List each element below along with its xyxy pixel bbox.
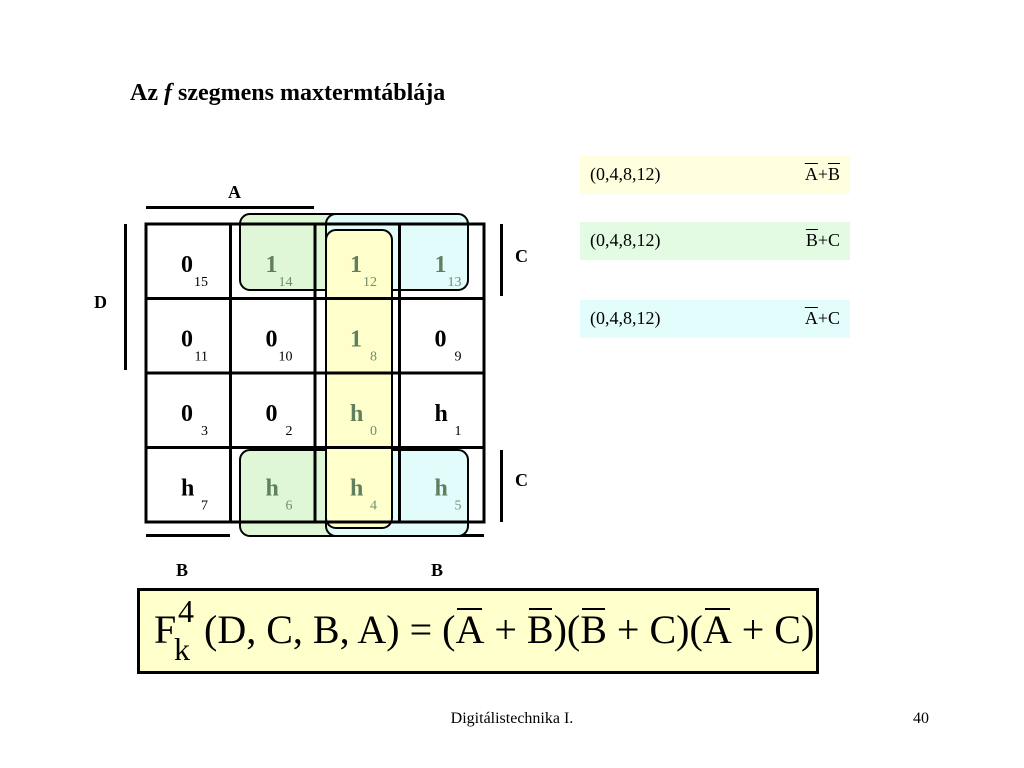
kmap-cell-index: 4	[370, 499, 377, 514]
kmap-cell-index: 11	[195, 350, 208, 365]
kmap-cell-value: 0	[266, 401, 278, 427]
term-var-a: B	[805, 230, 818, 250]
legend-term: B+C	[806, 230, 840, 251]
formula-var: C	[649, 607, 677, 652]
formula-subscript: k	[174, 631, 190, 667]
title-variable: f	[163, 80, 172, 106]
label-A: A	[228, 182, 241, 202]
bar-C-top	[500, 224, 503, 296]
legend-term: A+B	[805, 164, 840, 185]
legend-item-1: (0,4,8,12) A+B	[580, 156, 850, 194]
formula-paren: )	[800, 607, 815, 652]
kmap-cell-value: h	[266, 476, 279, 502]
kmap-cell-value: 1	[435, 252, 447, 278]
kmap-cell-value: 0	[181, 401, 193, 427]
formula-paren: )(	[676, 607, 703, 652]
term-var-a: A	[804, 308, 818, 328]
kmap-cell-index: 13	[448, 275, 462, 290]
kmap-cell-index: 10	[279, 350, 293, 365]
page-number: 40	[913, 710, 929, 727]
kmap-cell-value: h	[350, 401, 363, 427]
legend-group: (0,4,8,12)	[590, 230, 661, 250]
formula-var: B	[580, 607, 607, 652]
footer-text: Digitálistechnika I.	[450, 710, 574, 727]
formula-box: F 4 k (D, C, B, A) = (A + B)(B + C)(A + …	[137, 588, 819, 674]
legend-item-3: (0,4,8,12) A+C	[580, 300, 850, 338]
kmap-cell-value: 1	[266, 252, 278, 278]
slide-title: Az f szegmens maxtermtáblája	[130, 80, 445, 107]
label-D: D	[94, 292, 107, 312]
kmap-cell-index: 12	[363, 275, 377, 290]
title-prefix: Az	[130, 80, 164, 106]
term-var-b: C	[827, 230, 840, 250]
kmap-cell-value: h	[435, 401, 448, 427]
kmap-cell-index: 14	[279, 275, 293, 290]
formula-var: A	[455, 607, 485, 652]
kmap-cell-value: 0	[266, 327, 278, 353]
kmap-cell-value: 1	[350, 327, 362, 353]
kmap-cell-value: h	[181, 476, 194, 502]
label-C-top: C	[515, 246, 528, 266]
bar-B-left	[146, 534, 230, 537]
formula-op: +	[484, 607, 527, 652]
kmap-cell-index: 2	[286, 424, 293, 439]
bar-A	[146, 206, 314, 209]
legend-group: (0,4,8,12)	[590, 308, 661, 328]
formula-var: C	[774, 607, 801, 652]
formula-args: (D, C, B, A) = (	[204, 607, 456, 652]
label-B-left: B	[176, 560, 189, 580]
kmap-cell-index: 3	[201, 424, 208, 439]
kmap-cell-index: 6	[286, 499, 293, 514]
kmap-cell-index: 7	[201, 499, 208, 514]
kmap-cell-value: h	[435, 476, 448, 502]
kmap-cell-index: 0	[370, 424, 377, 439]
kmap-cell-index: 1	[455, 424, 462, 439]
formula-op: +	[731, 607, 775, 652]
title-suffix: szegmens maxtermtáblája	[171, 80, 446, 106]
formula-F: F	[154, 607, 177, 652]
label-B-right: B	[431, 560, 444, 580]
kmap-cell-index: 15	[194, 275, 208, 290]
term-var-b: C	[827, 308, 840, 328]
kmap-cell-value: 1	[350, 252, 362, 278]
formula-var: B	[526, 607, 554, 652]
term-op: +	[817, 164, 828, 184]
formula-op: +	[606, 607, 650, 652]
legend-group: (0,4,8,12)	[590, 164, 661, 184]
group-yellow-column	[325, 229, 393, 529]
legend-term: A+C	[805, 308, 840, 329]
formula-paren: )(	[553, 607, 581, 652]
kmap-cell-index: 5	[455, 499, 462, 514]
legend-item-2: (0,4,8,12) B+C	[580, 222, 850, 260]
bar-D	[124, 224, 127, 370]
kmap-cell-value: 0	[181, 252, 193, 278]
term-op: +	[817, 308, 828, 328]
kmap-cell-index: 9	[455, 350, 462, 365]
kmap-grid	[144, 222, 486, 524]
formula-expression: (D, C, B, A) = (A + B)(B + C)(A + C)	[204, 606, 814, 653]
formula-superscript: 4	[178, 593, 194, 629]
kmap-cell-value: h	[350, 476, 363, 502]
term-var-a: A	[804, 164, 818, 184]
kmap-cell-value: 0	[181, 327, 193, 353]
label-C-bottom: C	[515, 470, 528, 490]
formula-var: A	[702, 607, 732, 652]
term-var-b: B	[827, 164, 840, 184]
bar-C-bottom	[500, 450, 503, 522]
kmap-groups	[239, 213, 469, 537]
kmap-cell-index: 8	[370, 350, 377, 365]
kmap-cell-value: 0	[435, 327, 447, 353]
term-op: +	[817, 230, 828, 250]
